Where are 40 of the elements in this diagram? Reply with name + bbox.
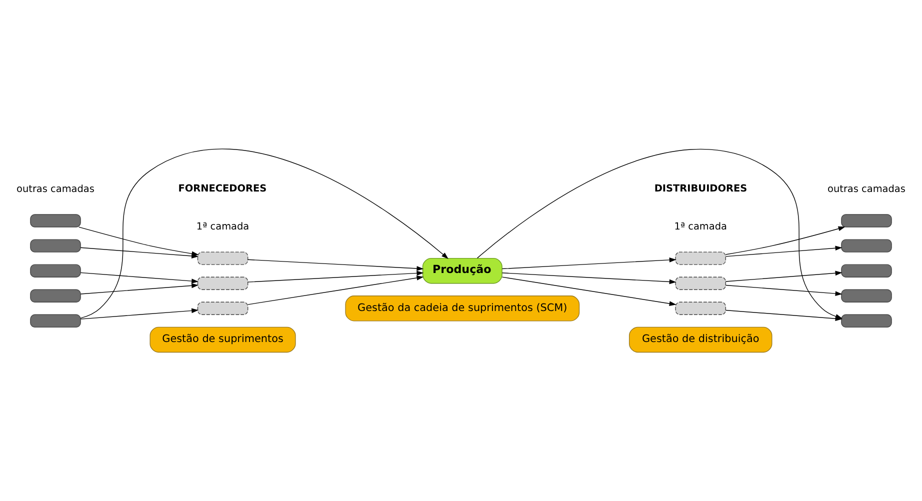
node-bar xyxy=(30,239,81,252)
node-box: Produção xyxy=(422,258,502,284)
node-bar xyxy=(675,276,726,290)
node-box: Gestão da cadeia de suprimentos (SCM) xyxy=(345,296,580,322)
node-bar xyxy=(841,264,892,278)
node-bar xyxy=(675,302,726,315)
arrow xyxy=(248,259,424,271)
arrow xyxy=(80,272,199,284)
arrow xyxy=(502,272,676,284)
arrow xyxy=(725,270,842,282)
node-bar xyxy=(841,289,892,302)
label: DISTRIBUIDORES xyxy=(654,183,748,194)
label: 1ª camada xyxy=(674,222,727,233)
node-bar xyxy=(30,264,81,278)
arrow xyxy=(248,270,424,282)
node-bar xyxy=(197,252,248,265)
arrow xyxy=(80,283,199,294)
arrow xyxy=(248,276,424,305)
node-bar xyxy=(841,239,892,252)
arrow xyxy=(725,246,842,257)
node-bar xyxy=(197,302,248,315)
node-bar xyxy=(30,214,81,228)
node-bar xyxy=(30,314,81,328)
node-bar xyxy=(675,252,726,265)
arrow xyxy=(80,148,448,319)
node-bar xyxy=(841,314,892,328)
node-bar xyxy=(30,289,81,302)
label: 1ª camada xyxy=(196,222,250,233)
node-box: Gestão de distribuição xyxy=(628,326,772,353)
node-box: Gestão de suprimentos xyxy=(150,326,296,353)
label: FORNECEDORES xyxy=(178,183,267,194)
arrow xyxy=(725,284,842,296)
label: outras camadas xyxy=(828,184,906,196)
arrow xyxy=(502,276,676,306)
node-bar xyxy=(841,214,892,228)
label: outras camadas xyxy=(16,184,94,196)
node-bar xyxy=(197,276,248,290)
arrow xyxy=(726,226,846,255)
arrow xyxy=(80,308,199,320)
arrow xyxy=(502,258,676,270)
